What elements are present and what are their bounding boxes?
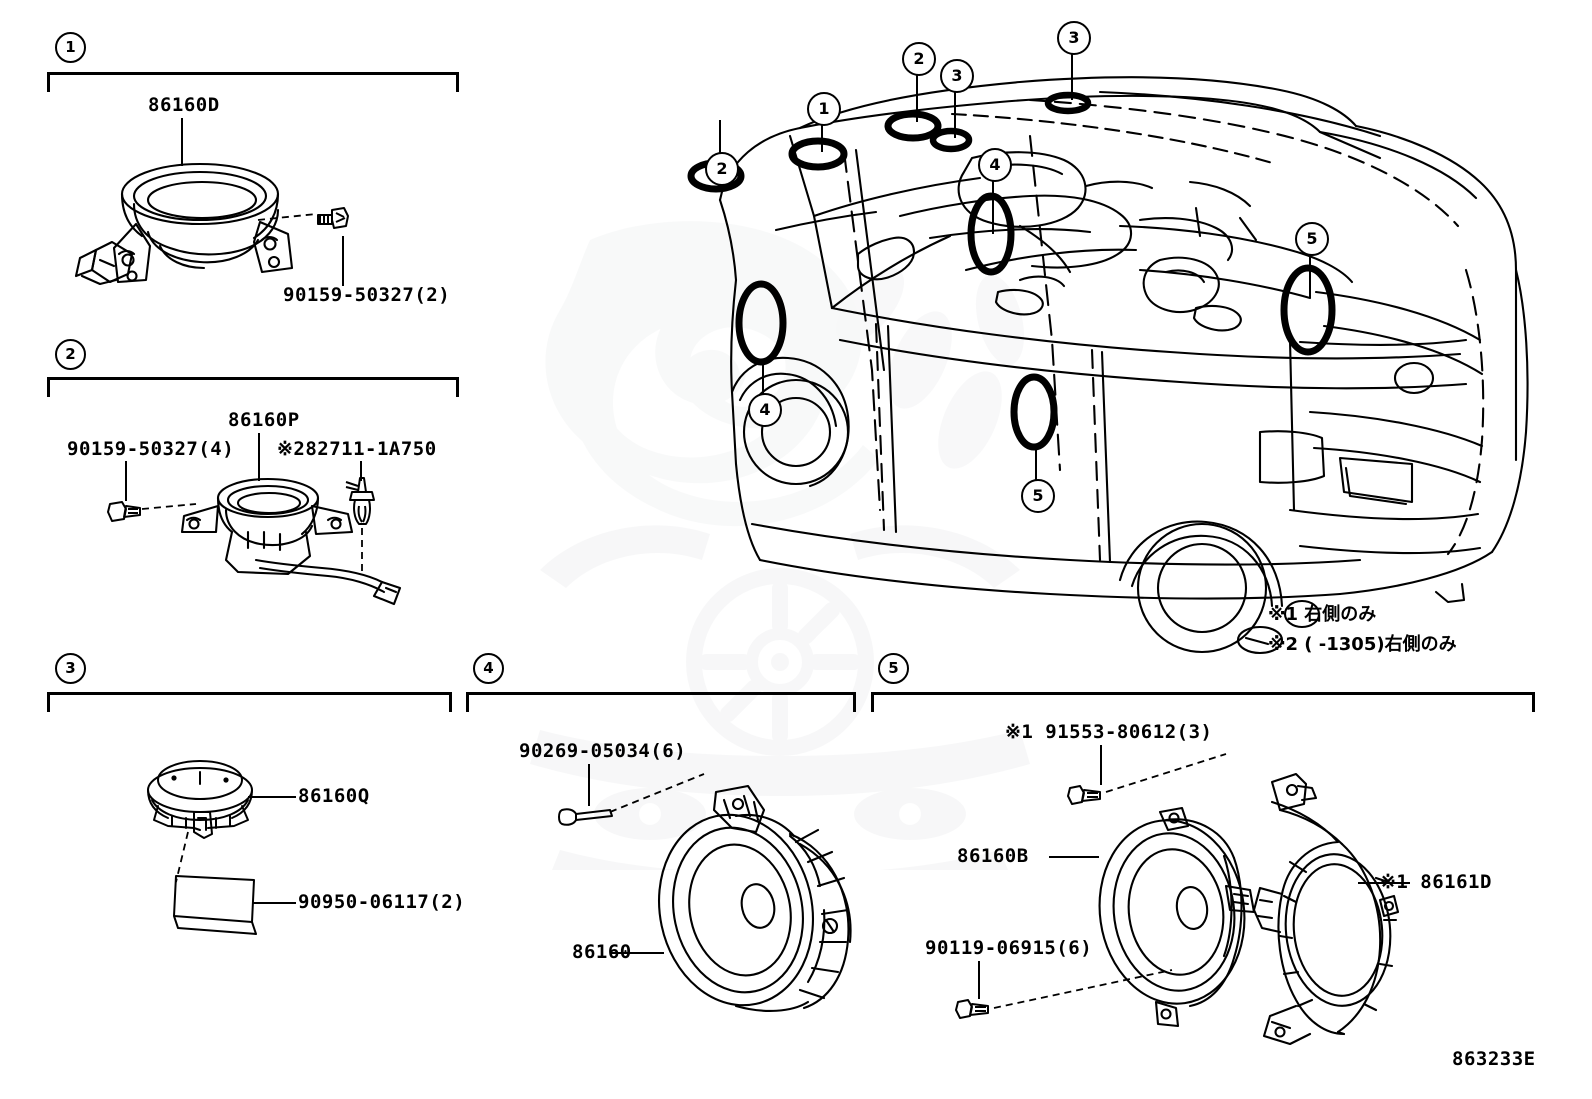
part-label-86160B: 86160B <box>957 845 1029 867</box>
callout-label: 3 <box>951 66 963 85</box>
leader-86160B <box>1049 856 1099 859</box>
diagram-code: 863233E <box>1452 1048 1536 1070</box>
section-number-2: 2 <box>55 339 86 370</box>
section-number-label: 5 <box>888 659 899 677</box>
leader-90119-06915 <box>978 961 981 999</box>
leader-callout-4-door-upper <box>992 178 995 234</box>
leader-90159-50327-s2 <box>125 461 128 501</box>
leader-90950-06117 <box>252 902 296 905</box>
section-number-5: 5 <box>878 653 909 684</box>
section-number-3: 3 <box>55 653 86 684</box>
callout-3-roof-rear[interactable]: 3 <box>1057 21 1091 55</box>
leader-90269-05034 <box>588 764 591 806</box>
bolt-illustration-91553-80612 <box>1064 782 1112 810</box>
part-illustration-86160D <box>70 150 390 290</box>
callout-label: 2 <box>913 49 925 68</box>
callout-label: 5 <box>1032 486 1044 505</box>
part-label-90159-50327-s2: 90159-50327(4) <box>67 438 235 460</box>
part-label-86160D: 86160D <box>148 94 220 116</box>
clip-illustration-90950-06117 <box>172 872 282 938</box>
part-label-86161D: ※1 86161D <box>1380 871 1492 893</box>
part-label-90269-05034: 90269-05034(6) <box>519 740 687 762</box>
callout-label: 4 <box>989 155 1001 174</box>
dashed-leader-bolt-top <box>1105 748 1228 796</box>
part-label-86160Q: 86160Q <box>298 785 370 807</box>
footnote-note2: ※2 ( -1305)右側のみ <box>1268 634 1457 655</box>
section-number-label: 4 <box>483 659 494 677</box>
part-illustration-86160P <box>160 470 440 606</box>
part-label-282711-1A750: ※282711-1A750 <box>277 438 437 460</box>
leader-86160D <box>181 118 184 166</box>
part-label-90159-50327-s1: 90159-50327(2) <box>283 284 451 306</box>
leader-callout-3-front <box>954 88 957 138</box>
callout-1-instrument-panel[interactable]: 1 <box>807 92 841 126</box>
section-number-label: 2 <box>65 345 76 363</box>
callout-label: 1 <box>818 99 830 118</box>
leader-90159-50327-s1 <box>342 236 345 286</box>
vehicle-illustration <box>600 40 1580 655</box>
part-illustration-86160Q <box>138 758 278 839</box>
leader-callout-2-right <box>916 74 919 122</box>
leader-86160P <box>258 433 261 481</box>
screw-illustration-90159-50327-s1 <box>314 204 358 234</box>
footnote-note1: ※1 右側のみ <box>1268 604 1377 625</box>
leader-282711-1A750 <box>360 461 363 481</box>
part-label-90950-06117: 90950-06117(2) <box>298 891 466 913</box>
callout-label: 5 <box>1306 229 1318 248</box>
dashed-leader-screw-s1 <box>257 210 318 224</box>
dashed-leader-screw-s2 <box>141 500 198 514</box>
section-number-4: 4 <box>473 653 504 684</box>
leader-callout-5-quarter <box>1035 447 1038 495</box>
leader-callout-1 <box>821 100 824 152</box>
callout-2-front-pillar-left[interactable]: 2 <box>705 152 739 186</box>
pin-illustration-90269-05034 <box>556 800 616 834</box>
dashed-leader-clip <box>168 831 198 884</box>
clamp-illustration-282711-1A750 <box>342 477 384 530</box>
dashed-leader-pin <box>609 770 706 816</box>
callout-5-quarter-panel[interactable]: 5 <box>1021 479 1055 513</box>
part-illustration-86160 <box>640 770 870 1020</box>
part-illustration-86160B-86161D <box>1058 760 1478 1050</box>
screw-illustration-90159-50327-s2 <box>104 498 146 526</box>
bolt-illustration-90119-06915 <box>952 996 1000 1024</box>
callout-label: 3 <box>1068 28 1080 47</box>
callout-3-roof-front[interactable]: 3 <box>940 59 974 93</box>
dashed-leader-clamp <box>358 528 366 576</box>
callout-label: 4 <box>759 400 771 419</box>
part-label-91553-80612: ※1 91553-80612(3) <box>1005 721 1213 743</box>
callout-4-front-door-rear[interactable]: 4 <box>978 148 1012 182</box>
section-number-label: 3 <box>65 659 76 677</box>
callout-2-front-pillar-right[interactable]: 2 <box>902 42 936 76</box>
leader-callout-5-rear <box>1309 253 1312 298</box>
callout-label: 2 <box>716 159 728 178</box>
callout-4-front-door-front[interactable]: 4 <box>748 393 782 427</box>
leader-callout-3-rear <box>1071 50 1074 100</box>
section-number-label: 1 <box>65 38 76 56</box>
dashed-leader-bolt-bottom <box>993 966 1174 1012</box>
part-label-90119-06915: 90119-06915(6) <box>925 937 1093 959</box>
leader-86160Q <box>248 796 296 799</box>
leader-callout-2-left <box>719 120 722 172</box>
leader-86160 <box>612 952 664 955</box>
leader-91553-80612 <box>1100 745 1103 785</box>
part-label-86160: 86160 <box>572 941 632 963</box>
section-number-1: 1 <box>55 32 86 63</box>
part-label-86160P: 86160P <box>228 409 300 431</box>
leader-callout-4-door-lower <box>762 362 765 408</box>
callout-5-rear-quarter[interactable]: 5 <box>1295 222 1329 256</box>
leader-86161D <box>1358 882 1410 885</box>
